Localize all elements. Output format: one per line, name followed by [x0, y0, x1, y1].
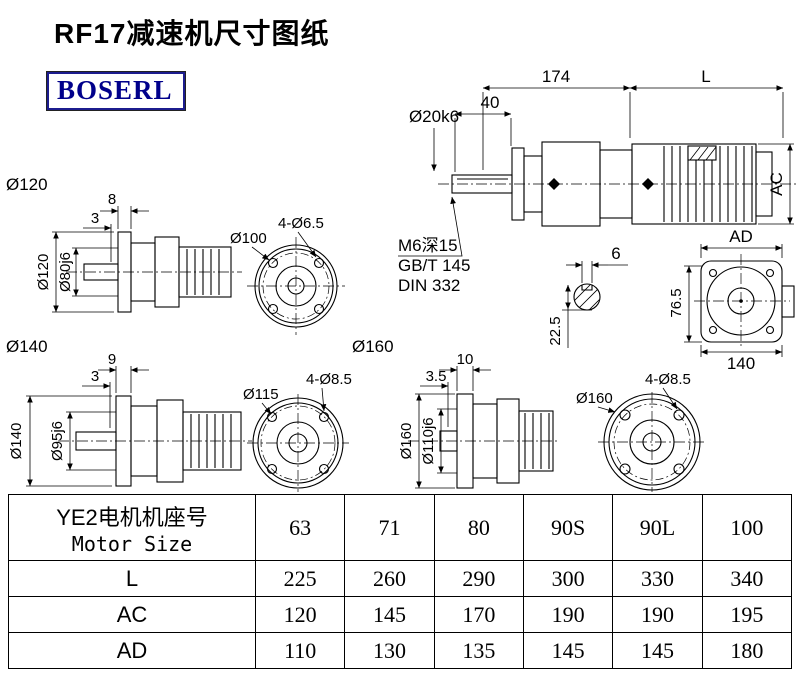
flange-160-group: Ø160 10 3.5 Ø160 — [352, 337, 706, 492]
size-column-90s: 90S — [522, 494, 614, 561]
flange-160-side-view: 10 3.5 Ø160 Ø110j6 — [398, 351, 560, 489]
size-column-80: 80 — [433, 494, 524, 561]
bolt-circle-115-label: Ø115 — [243, 386, 279, 403]
dim-3-label: 3 — [91, 210, 99, 227]
fan-cover — [755, 151, 773, 217]
dim-76-5-label: 76.5 — [668, 288, 685, 317]
dim-140-label: 140 — [727, 354, 755, 373]
tap-note-line2: GB/T 145 — [398, 256, 470, 275]
dim-d95j6-label: Ø95j6 — [49, 421, 66, 461]
holes-6-5-label: 4-Ø6.5 — [278, 215, 324, 232]
table-cell: 260 — [344, 560, 435, 597]
motor-dimension-table: YE2电机机座号 Motor Size 63 71 80 90S 90L 100… — [8, 494, 793, 669]
terminal-box-side — [781, 285, 795, 318]
page-title: RF17减速机尺寸图纸 — [54, 18, 330, 49]
flange-120-front-view: Ø100 4-Ø6.5 — [230, 215, 345, 335]
table-cell: 130 — [344, 632, 435, 669]
dim-AC-label: AC — [767, 172, 786, 196]
size-column-100: 100 — [701, 494, 793, 561]
dim-3-label: 3 — [91, 368, 99, 385]
flange-140-front-view: Ø115 4-Ø8.5 — [243, 371, 352, 492]
dim-d80j6-label: Ø80j6 — [57, 252, 74, 292]
flange-120-group-label: Ø120 — [6, 175, 48, 194]
row-label-AD: AD — [8, 632, 256, 669]
size-column-63: 63 — [254, 494, 346, 561]
holes-8-5-label: 4-Ø8.5 — [306, 371, 352, 388]
flange-160-front-view: Ø160 4-Ø8.5 — [576, 371, 706, 492]
table-cell: 290 — [433, 560, 524, 597]
table-cell: 145 — [344, 596, 435, 633]
table-cell: 145 — [612, 632, 703, 669]
shaft-key-section-view: 6 22.5 — [547, 244, 628, 348]
table-cell: 120 — [254, 596, 346, 633]
holes-8-5-label: 4-Ø8.5 — [645, 371, 691, 388]
motor-rear-view: AD 76.5 140 — [668, 227, 795, 373]
boserl-logo-text: BOSERL — [57, 75, 173, 105]
table-cell: 190 — [612, 596, 703, 633]
size-column-71: 71 — [344, 494, 435, 561]
table-cell: 225 — [254, 560, 346, 597]
flange-140-side-view: 9 3 Ø140 Ø95j6 — [8, 351, 252, 487]
table-row-AC: AC 120 145 170 190 190 195 — [8, 596, 793, 633]
dim-3-5-label: 3.5 — [426, 368, 447, 385]
shaft-diameter-label: Ø20k6 — [409, 107, 459, 126]
table-cell: 135 — [433, 632, 524, 669]
table-header-row: YE2电机机座号 Motor Size 63 71 80 90S 90L 100 — [8, 494, 793, 561]
dim-174-label: 174 — [542, 67, 570, 86]
dim-40-label: 40 — [481, 93, 500, 112]
table-header-motor-size: YE2电机机座号 Motor Size — [8, 494, 256, 561]
table-header-en: Motor Size — [71, 531, 193, 556]
table-row-AD: AD 110 130 135 145 145 180 — [8, 632, 793, 669]
dim-9-label: 9 — [108, 351, 116, 368]
row-label-AC: AC — [8, 596, 256, 633]
dim-d110j6-label: Ø110j6 — [420, 417, 437, 464]
table-cell: 300 — [522, 560, 614, 597]
table-header-cn: YE2电机机座号 — [56, 504, 208, 530]
oil-plug-mark — [548, 178, 560, 190]
dim-key-width-label: 6 — [611, 244, 620, 263]
front-d160-label: Ø160 — [576, 390, 613, 407]
keyway — [581, 285, 593, 291]
dim-L-label: L — [701, 67, 710, 86]
flange-120-group: Ø120 8 3 Ø120 — [6, 175, 345, 335]
table-cell: 195 — [701, 596, 793, 633]
dim-d160-label: Ø160 — [398, 423, 415, 460]
tap-note-line1: M6深15 — [398, 236, 458, 255]
dim-key-height-label: 22.5 — [547, 316, 564, 345]
bolt-circle-100-label: Ø100 — [230, 230, 267, 247]
tap-note-line3: DIN 332 — [398, 276, 460, 295]
technical-drawing-canvas: 174 L 40 Ø20k6 AC M6深15 GB/T 145 DIN 332 — [6, 67, 796, 492]
dim-8-label: 8 — [108, 191, 116, 208]
table-cell: 340 — [701, 560, 793, 597]
table-row-L: L 225 260 290 300 330 340 — [8, 560, 793, 597]
boserl-logo-box: BOSERL — [46, 71, 186, 111]
table-cell: 170 — [433, 596, 524, 633]
dim-10-label: 10 — [457, 351, 474, 368]
oil-plug-mark — [642, 178, 654, 190]
dim-AD-label: AD — [729, 227, 753, 246]
dim-d140-label: Ø140 — [8, 423, 25, 460]
table-cell: 180 — [701, 632, 793, 669]
flange-140-group-label: Ø140 — [6, 337, 48, 356]
table-cell: 190 — [522, 596, 614, 633]
dim-d120-label: Ø120 — [35, 254, 52, 291]
table-cell: 110 — [254, 632, 346, 669]
flange-160-group-label: Ø160 — [352, 337, 394, 356]
main-assembly-view: 174 L 40 Ø20k6 AC M6深15 GB/T 145 DIN 332 — [398, 67, 796, 295]
table-cell: 330 — [612, 560, 703, 597]
row-label-L: L — [8, 560, 256, 597]
flange-140-group: Ø140 9 3 Ø140 — [6, 337, 352, 492]
table-cell: 145 — [522, 632, 614, 669]
size-column-90l: 90L — [612, 494, 703, 561]
flange-120-side-view: 8 3 Ø120 Ø80j6 — [35, 191, 242, 313]
